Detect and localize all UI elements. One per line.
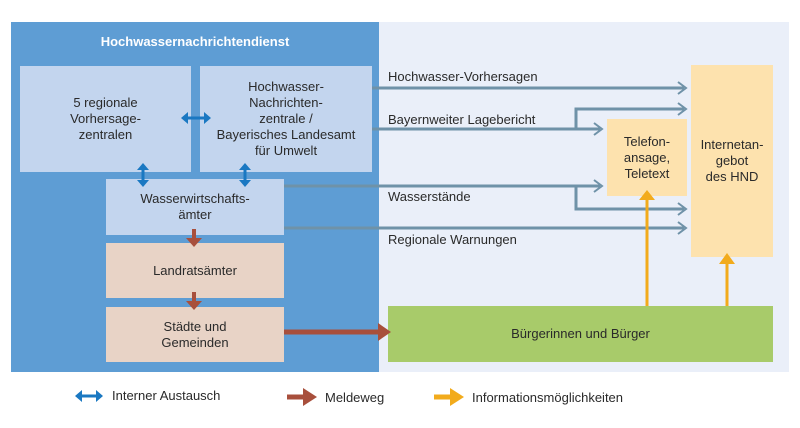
arrowhead-icon	[677, 221, 688, 235]
double-arrow-icon	[181, 112, 211, 124]
box-wwa: Wasserwirtschafts- ämter	[106, 179, 284, 235]
flow-label-wasserstaende: Wasserstände	[388, 189, 471, 204]
box-regional-centers: 5 regionale Vorhersage- zentralen	[20, 66, 191, 172]
info-arrow-icon	[639, 190, 655, 200]
box-landrat: Landratsämter	[106, 243, 284, 298]
double-arrow-icon	[137, 163, 149, 187]
arrowhead-icon	[450, 388, 464, 406]
flow-line-wasserstaende-branch	[574, 186, 684, 211]
arrowhead-icon	[75, 389, 103, 402]
double-arrow-icon	[75, 389, 103, 402]
arrowhead-icon	[677, 81, 688, 95]
legend-label: Meldeweg	[325, 389, 385, 405]
flow-line-lagebericht-branch	[574, 107, 684, 129]
arrowhead-icon	[677, 202, 688, 216]
legend-label: Informationsmöglichkeiten	[472, 389, 624, 405]
double-arrow-icon	[239, 163, 251, 187]
legend-internal: Interner Austausch	[74, 388, 220, 403]
report-arrow-icon	[186, 301, 202, 310]
arrowhead-icon	[303, 388, 317, 406]
panel-title: Hochwassernachrichtendienst	[100, 34, 290, 49]
arrow-right-icon	[287, 388, 317, 406]
report-arrow-icon	[378, 323, 391, 341]
legend-label: Interner Austausch	[112, 388, 221, 403]
box-central: Hochwasser- Nachrichten- zentrale / Baye…	[200, 66, 372, 172]
box-staedte: Städte und Gemeinden	[106, 307, 284, 362]
box-buerger: Bürgerinnen und Bürger	[388, 306, 773, 362]
box-telefon: Telefon- ansage, Teletext	[607, 119, 687, 196]
flow-label-warnungen: Regionale Warnungen	[388, 232, 517, 247]
info-arrow-icon	[719, 253, 735, 264]
report-arrow-icon	[186, 238, 202, 247]
arrowhead-icon	[677, 102, 688, 116]
flow-label-vorhersagen: Hochwasser-Vorhersagen	[388, 69, 538, 84]
arrow-right-icon	[434, 388, 464, 406]
arrowhead-icon	[593, 179, 604, 193]
arrowhead-icon	[593, 122, 604, 136]
flow-label-lagebericht: Bayernweiter Lagebericht	[388, 112, 536, 127]
legend-report: Meldeweg	[287, 388, 384, 406]
legend-info: Informationsmöglichkeiten	[434, 388, 623, 406]
box-internet: Internetan- gebot des HND	[691, 65, 773, 257]
